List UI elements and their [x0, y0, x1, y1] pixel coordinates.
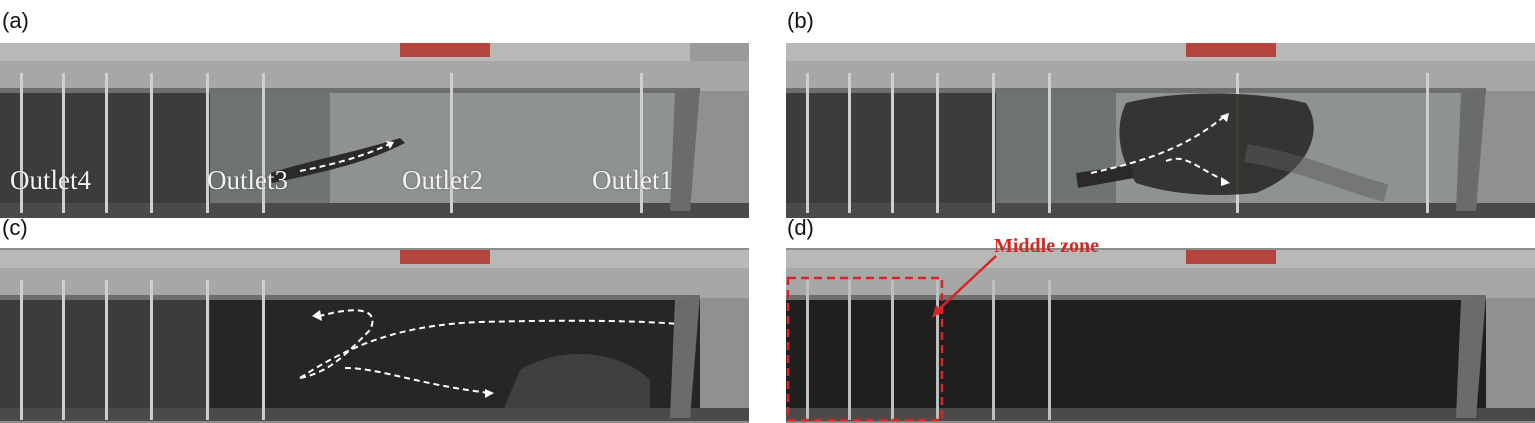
photo-panel-d: Middle zone	[786, 235, 1535, 423]
tank-photo-c	[0, 250, 749, 421]
middle-zone-label: Middle zone	[994, 235, 1099, 257]
outlet-1-label: Outlet1	[592, 165, 673, 195]
photo-panel-b	[786, 43, 1535, 218]
tank-photo-b	[786, 43, 1535, 218]
tank-photo-d	[786, 250, 1535, 422]
photo-panel-c	[0, 248, 749, 423]
outlet-3-label: Outlet3	[207, 165, 288, 195]
tank-photo-a	[0, 43, 749, 218]
panel-label-d: (d)	[787, 215, 814, 240]
outlet-4-label: Outlet4	[10, 165, 91, 195]
outlet-2-label: Outlet2	[402, 165, 483, 195]
photo-panel-a: Outlet4 Outlet3 Outlet2 Outlet1	[0, 43, 749, 218]
panel-label-c: (c)	[2, 215, 28, 240]
panel-label-b: (b)	[787, 8, 814, 33]
panel-label-a: (a)	[2, 8, 29, 33]
